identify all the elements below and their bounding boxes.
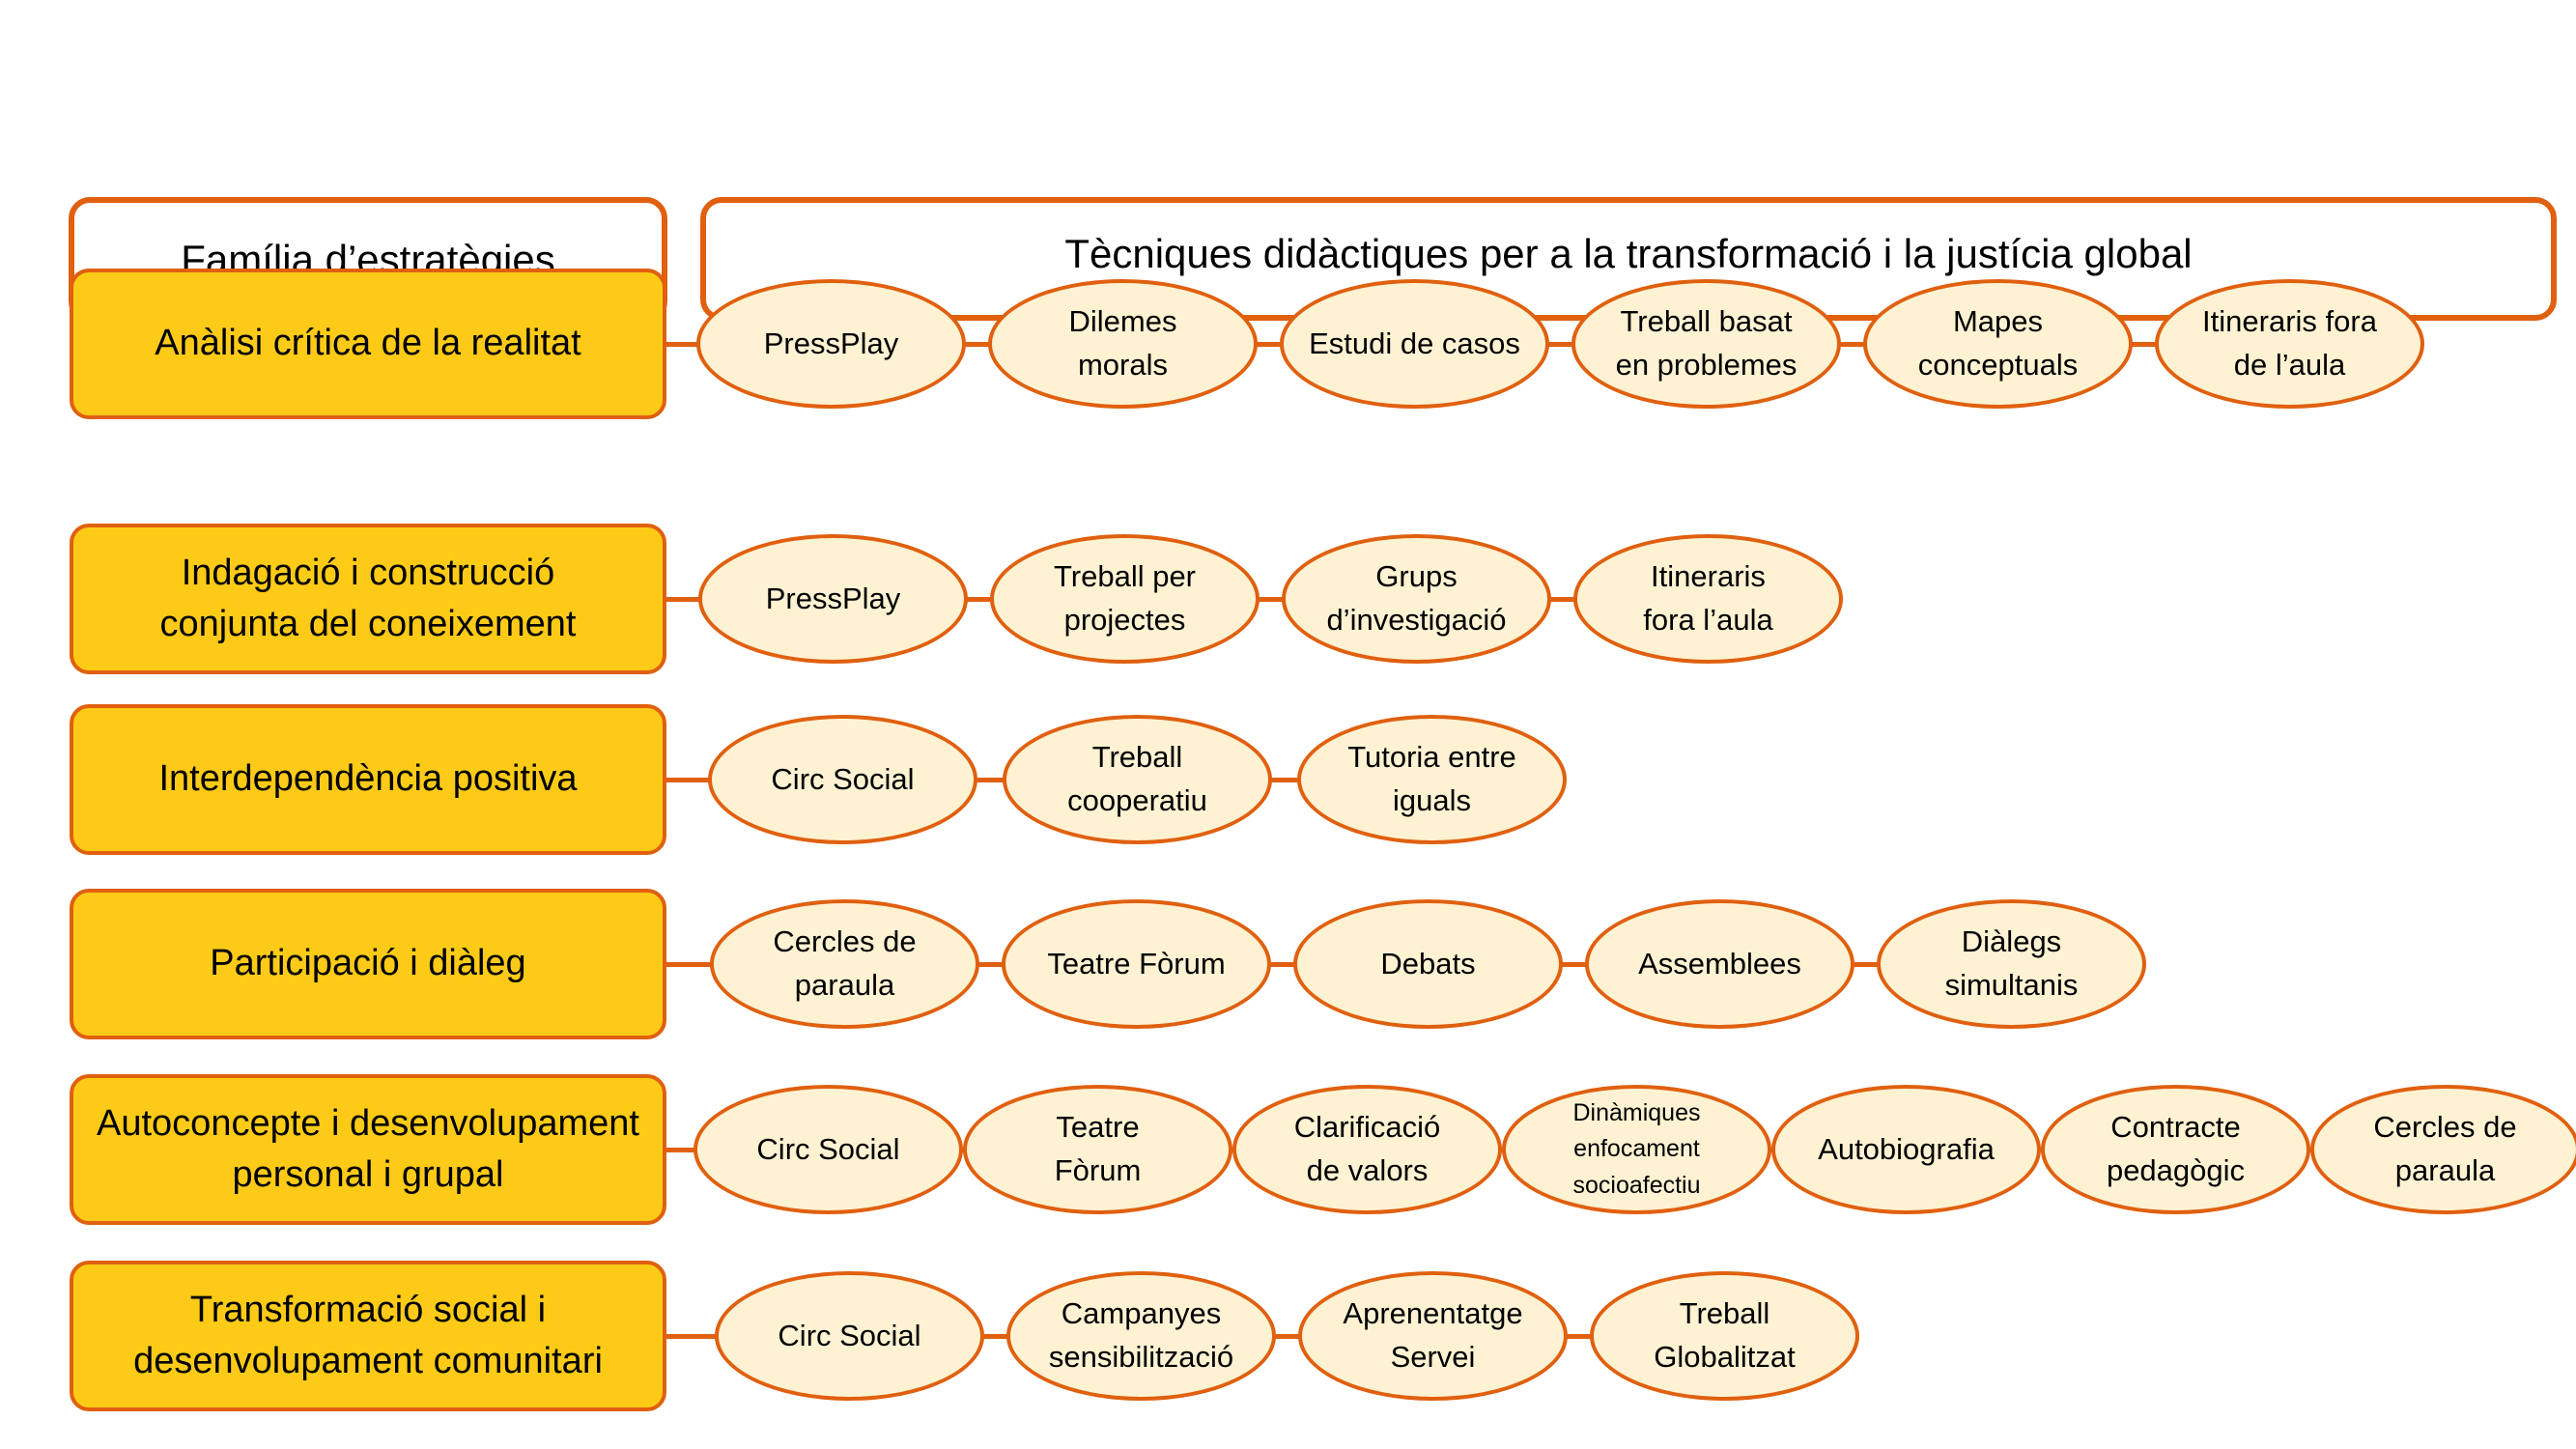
strategy-row: Autoconcepte i desenvolupament personal … [0, 1072, 2576, 1227]
technique-ellipse: PressPlay [696, 279, 966, 409]
technique-ellipse: Circ Social [694, 1085, 963, 1214]
strategy-row: Indagació i construcció conjunta del con… [0, 522, 2576, 676]
technique-ellipse: Treball per projectes [990, 534, 1260, 664]
technique-ellipse: Itineraris fora l’aula [1573, 534, 1843, 664]
technique-ellipse: Clarificació de valors [1232, 1085, 1502, 1214]
technique-ellipse: Circ Social [715, 1271, 984, 1401]
strategy-row: Transformació social i desenvolupament c… [0, 1259, 2576, 1413]
technique-ellipse: Assemblees [1585, 899, 1854, 1029]
technique-ellipse: Dinàmiques enfocament socioafectiu [1502, 1085, 1771, 1214]
technique-ellipse: Treball Globalitzat [1590, 1271, 1859, 1401]
family-box: Autoconcepte i desenvolupament personal … [70, 1074, 666, 1225]
technique-ellipse: Teatre Fòrum [1002, 899, 1271, 1029]
family-box: Indagació i construcció conjunta del con… [70, 524, 666, 674]
family-box: Participació i diàleg [70, 889, 666, 1039]
technique-ellipse: Treball basat en problemes [1571, 279, 1841, 409]
technique-ellipse: Aprenentatge Servei [1298, 1271, 1568, 1401]
technique-ellipse: Treball cooperatiu [1003, 715, 1272, 844]
technique-ellipse: Diàlegs simultanis [1877, 899, 2146, 1029]
technique-ellipse: Estudi de casos [1280, 279, 1549, 409]
technique-ellipse: Grups d’investigació [1282, 534, 1551, 664]
technique-ellipse: PressPlay [698, 534, 968, 664]
family-box: Transformació social i desenvolupament c… [70, 1261, 666, 1411]
technique-ellipse: Circ Social [708, 715, 977, 844]
technique-ellipse: Dilemes morals [988, 279, 1258, 409]
technique-ellipse: Teatre Fòrum [963, 1085, 1232, 1214]
techniques-header-label: Tècniques didàctiques per a la transform… [1064, 231, 2193, 276]
technique-ellipse: Itineraris fora de l’aula [2155, 279, 2424, 409]
family-box: Anàlisi crítica de la realitat [70, 269, 666, 419]
technique-ellipse: Mapes conceptuals [1863, 279, 2133, 409]
technique-ellipse: Campanyes sensibilització [1006, 1271, 1276, 1401]
family-box: Interdependència positiva [70, 704, 666, 855]
technique-ellipse: Tutoria entre iguals [1297, 715, 1567, 844]
technique-ellipse: Autobiografia [1771, 1085, 2041, 1214]
technique-ellipse: Cercles de paraula [2310, 1085, 2576, 1214]
technique-ellipse: Debats [1293, 899, 1563, 1029]
technique-ellipse: Cercles de paraula [710, 899, 979, 1029]
technique-ellipse: Contracte pedagògic [2041, 1085, 2310, 1214]
